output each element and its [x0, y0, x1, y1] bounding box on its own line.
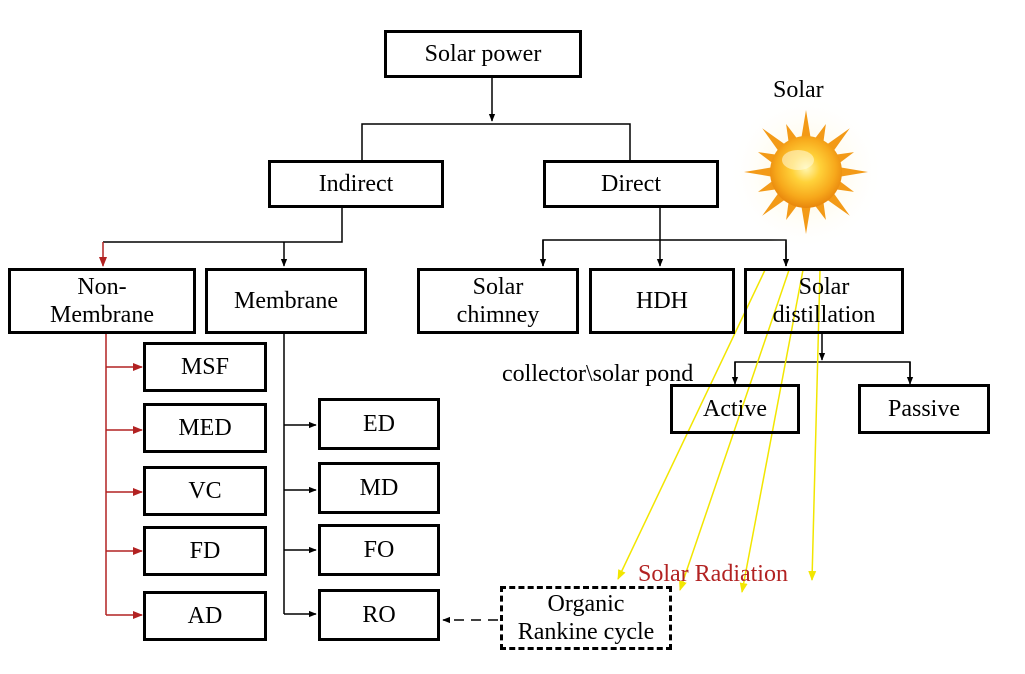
connectors-direct — [539, 207, 790, 267]
collector-label: collector\solar pond — [502, 361, 694, 387]
sun-ray — [801, 205, 811, 234]
node-ed: ED — [318, 398, 440, 450]
node-membrane: Membrane — [205, 268, 367, 334]
sun-ray — [826, 128, 850, 152]
node-md: MD — [318, 462, 440, 514]
node-fd: FD — [143, 526, 267, 576]
node-hdh: HDH — [589, 268, 735, 334]
node-msf: MSF — [143, 342, 267, 392]
connectors-top — [361, 77, 631, 161]
connectors-indirect — [99, 207, 343, 267]
node-vc: VC — [143, 466, 267, 516]
connectors-membrane — [283, 333, 317, 618]
node-ro: RO — [318, 589, 440, 641]
node-organic-rankine-cycle: Organic Rankine cycle — [500, 586, 672, 650]
node-med: MED — [143, 403, 267, 453]
connectors-distillation — [731, 333, 914, 385]
sun-ray — [744, 167, 773, 177]
node-passive: Passive — [858, 384, 990, 434]
node-ad: AD — [143, 591, 267, 641]
sun-ray — [826, 192, 850, 216]
connectors-non-membrane — [105, 333, 143, 619]
sun-ray — [762, 192, 786, 216]
node-solar-power: Solar power — [384, 30, 582, 78]
node-indirect: Indirect — [268, 160, 444, 208]
sun-ray — [839, 167, 868, 177]
node-non-membrane: Non- Membrane — [8, 268, 196, 334]
node-solar-distillation: Solar distillation — [744, 268, 904, 334]
node-fo: FO — [318, 524, 440, 576]
solar-radiation-label: Solar Radiation — [638, 561, 788, 587]
node-direct: Direct — [543, 160, 719, 208]
sun-ray — [801, 110, 811, 139]
sun-icon — [728, 94, 884, 250]
sun-caption: Solar — [773, 77, 824, 103]
node-solar-chimney: Solar chimney — [417, 268, 579, 334]
sun-ray — [762, 128, 786, 152]
node-active: Active — [670, 384, 800, 434]
